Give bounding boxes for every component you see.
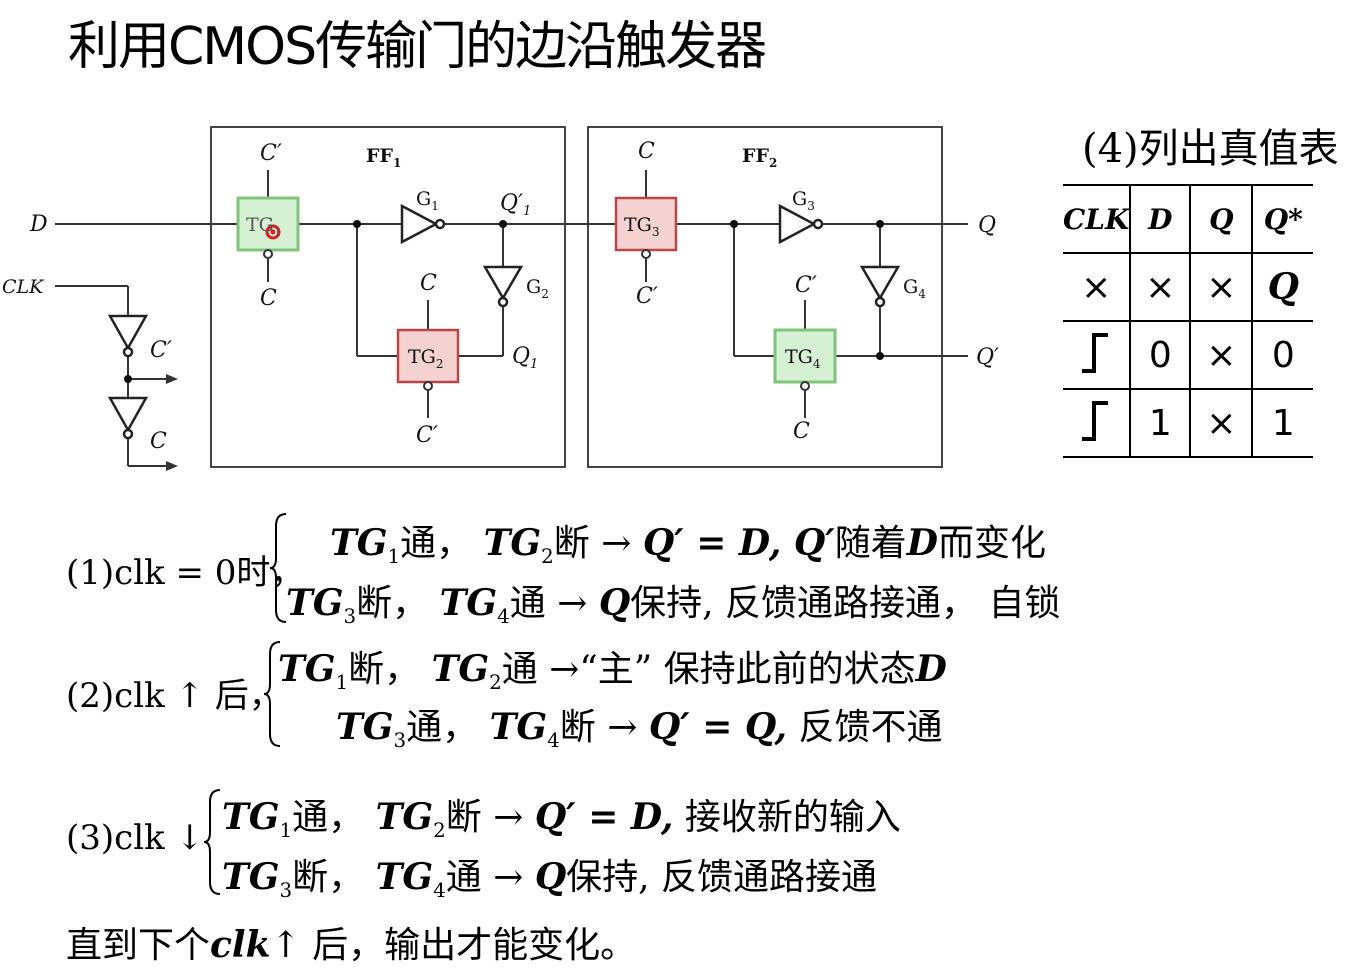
th-d: D: [1129, 185, 1191, 253]
tg3-top: C: [638, 139, 655, 164]
rise-edge-icon: [1063, 389, 1130, 457]
output-q-label: Q: [978, 213, 996, 238]
ff2-box: [587, 126, 943, 468]
g2-label: G2: [526, 276, 549, 301]
note3-brace: [203, 789, 221, 895]
cell: ×: [1129, 253, 1191, 321]
tg2-label: TG2: [408, 346, 444, 371]
clk-inverter-2: [107, 396, 149, 433]
note2-lead: (2)clk ↑ 后，: [66, 676, 283, 716]
page-title: 利用CMOS传输门的边沿触发器: [68, 17, 767, 77]
cell: ×: [1189, 389, 1253, 457]
tg1-label: TG1: [246, 214, 282, 239]
ff1-label: FF1: [366, 145, 401, 170]
g3-label: G3: [792, 188, 815, 213]
tg4-bottom: C: [793, 419, 810, 444]
cell: 1: [1251, 389, 1314, 457]
cell: Q: [1251, 253, 1314, 321]
tg2-bottom: C′: [416, 423, 438, 448]
note3-line1: TG1通， TG2断 → Q′ = D, 接收新的输入: [222, 796, 901, 843]
th-qstar: Q*: [1251, 185, 1314, 253]
q1-prime-label: Q′1: [500, 191, 531, 219]
tg4-label: TG4: [785, 346, 821, 371]
cell: ×: [1081, 266, 1112, 308]
table-row: × × × Q: [1063, 253, 1314, 321]
g1-label: G1: [416, 188, 439, 213]
table-row: 1 × 1: [1063, 389, 1314, 457]
ff1-box: [210, 126, 566, 468]
tg2-top: C: [420, 271, 437, 296]
g4-inverter: [859, 265, 901, 301]
clk-c-label: C: [150, 429, 167, 454]
note1-brace: [269, 513, 287, 623]
note2-line2: TG3通， TG4断 → Q′ = Q, 反馈不通: [336, 706, 943, 753]
truth-table-header-row: CLK D Q Q*: [1063, 185, 1314, 253]
cell: 0: [1251, 321, 1314, 389]
note1-line2: TG3断， TG4通 → Q保持, 反馈通路接通， 自锁: [286, 582, 1061, 629]
g2-inverter: [482, 265, 524, 301]
cell: 1: [1129, 389, 1191, 457]
input-clk-label: CLK: [2, 276, 45, 298]
tg3-bottom: C′: [636, 284, 658, 309]
g1-inverter: [400, 203, 439, 245]
note2-line1: TG1断， TG2通 →“主” 保持此前的状态D: [278, 648, 947, 695]
cursor-dot: [265, 224, 281, 240]
note1-lead: (1)clk = 0时，: [66, 553, 305, 593]
note4: 直到下个clk↑ 后，输出才能变化。: [66, 924, 637, 966]
tg1-top: C′: [260, 141, 282, 166]
clk-c-prime-label: C′: [150, 338, 172, 363]
circuit-diagram: FF1 FF2 D CLK Q Q′ C′ C TG1 C′ C TG2 C C…: [2, 126, 999, 471]
cell: ×: [1189, 321, 1253, 389]
tg4-box: [773, 328, 837, 384]
ff2-label: FF2: [742, 145, 777, 170]
q1-label: Q1: [512, 344, 538, 372]
th-q: Q: [1189, 185, 1253, 253]
note3-line2: TG3断， TG4通 → Q保持, 反馈通路接通: [222, 856, 878, 903]
tg2-box: [396, 328, 460, 384]
clk-inverter-1: [107, 314, 149, 351]
input-d-label: D: [29, 212, 48, 237]
g4-label: G4: [903, 276, 926, 301]
truth-table-caption: (4)列出真值表: [1082, 126, 1339, 172]
th-clk: CLK: [1063, 202, 1130, 236]
tg1-bottom: C: [260, 286, 277, 311]
cell: 0: [1129, 321, 1191, 389]
note3-lead: (3)clk ↓: [66, 818, 204, 858]
output-qn-label: Q′: [976, 345, 999, 370]
tg1-box: [236, 196, 300, 252]
g3-inverter: [778, 203, 817, 245]
note2-brace: [263, 641, 281, 747]
truth-table: CLK D Q Q* × × × Q 0 × 0 1 × 1: [1063, 184, 1314, 458]
tg4-top: C′: [795, 273, 817, 298]
rise-edge-icon: [1063, 321, 1130, 389]
cell: ×: [1189, 253, 1253, 321]
tg3-label: TG3: [624, 214, 660, 239]
note1-line1: TG1通， TG2断 → Q′ = D, Q′随着D而变化: [330, 522, 1046, 569]
table-row: 0 × 0: [1063, 321, 1314, 389]
